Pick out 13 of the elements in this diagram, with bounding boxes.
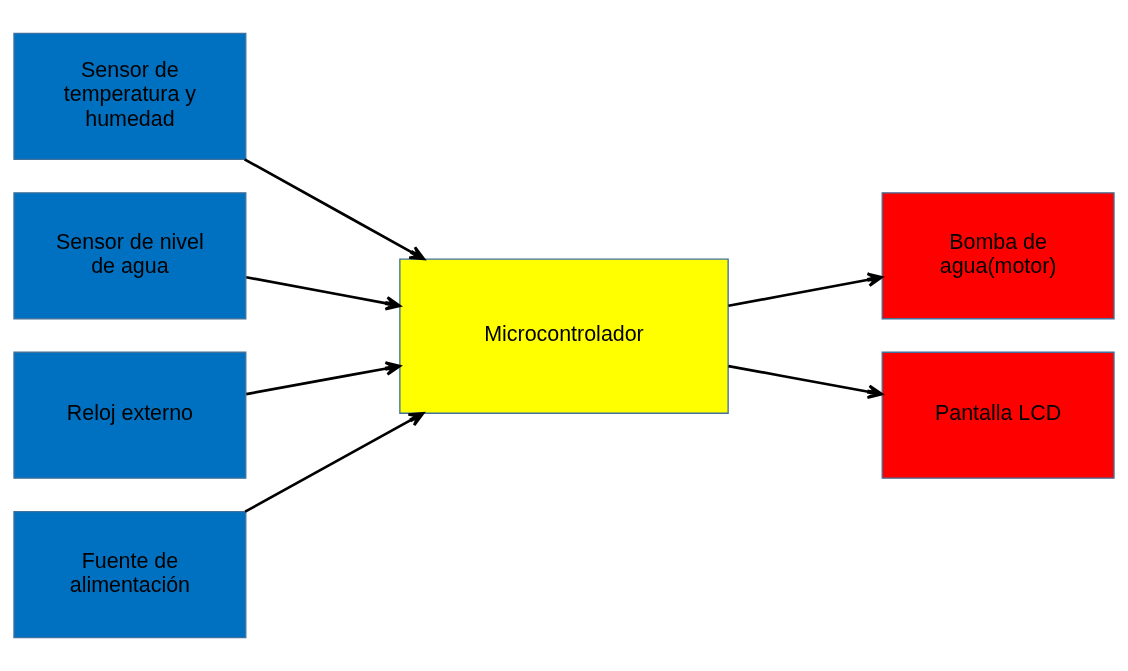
node-box: Reloj externo bbox=[13, 351, 247, 479]
arrow bbox=[728, 364, 884, 399]
arrow bbox=[243, 158, 426, 261]
node-box: Fuente de alimentación bbox=[13, 511, 247, 639]
node-box: Sensor de nivel de agua bbox=[13, 192, 247, 320]
arrow bbox=[244, 412, 425, 513]
arrow bbox=[728, 272, 884, 308]
node-box: Bomba de agua(motor) bbox=[881, 192, 1115, 320]
node-box: Microcontrolador bbox=[399, 258, 729, 414]
arrow bbox=[246, 275, 402, 311]
arrow bbox=[246, 361, 402, 396]
node-box: Pantalla LCD bbox=[881, 351, 1115, 479]
node-box: Sensor de temperatura y humedad bbox=[13, 32, 247, 160]
